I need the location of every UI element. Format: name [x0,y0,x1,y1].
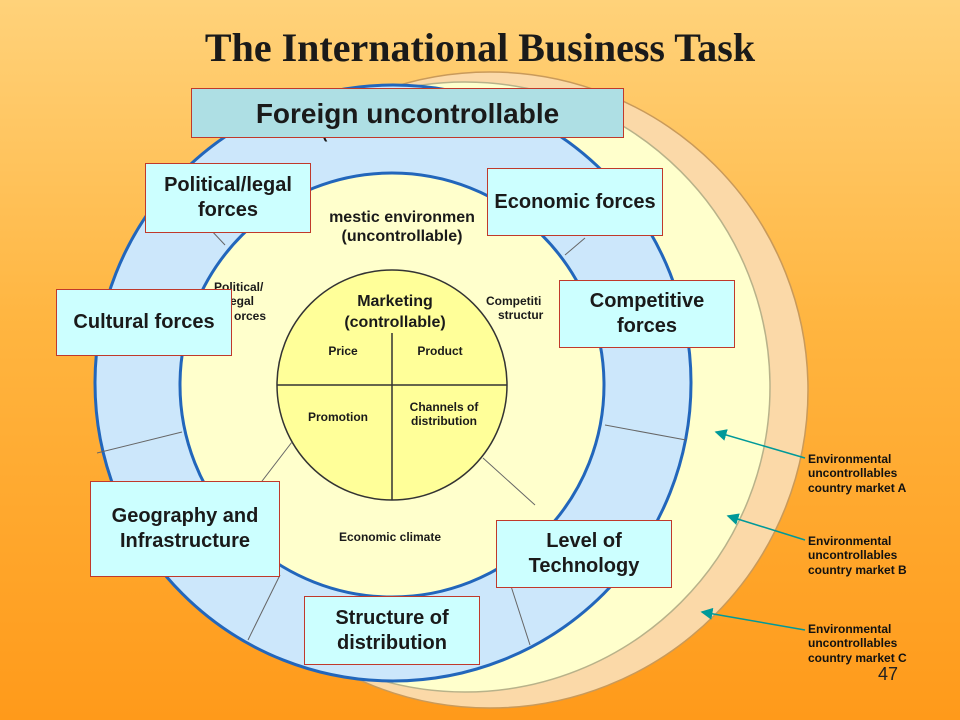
marketing-channels-line2: distribution [411,414,477,429]
page-number: 47 [878,664,899,684]
technology-box: Level of Technology [496,520,672,588]
marketing-channels-line1: Channels of [409,400,479,414]
marketing-title-line2: (controllable) [344,313,446,331]
side-label-country-market-a: Environmental uncontrollables country ma… [808,452,906,495]
domestic-competitive-line2: structur [498,308,544,323]
domestic-title-line1: mestic environmen [329,209,475,226]
domestic-political-line3: orces [234,308,267,323]
arrow-country-market-c [700,607,806,631]
marketing-channels-label: Channels of distribution [396,400,492,429]
arrow-country-market-a [714,429,806,459]
domestic-divider [482,457,536,506]
side-b-line1: Environmental [808,534,892,548]
domestic-competitive-line1: Competiti [486,294,542,308]
economic-forces-box: Economic forces [487,168,663,236]
side-a-line3: country market A [808,480,907,495]
side-a-line1: Environmental [808,452,892,466]
marketing-promotion-label: Promotion [308,410,368,424]
marketing-title: Marketing (controllable) [320,292,470,334]
distribution-structure-box: Structure of distribution [304,596,480,665]
side-c-line1: Environmental [808,622,892,636]
side-b-line3: country market B [808,562,907,577]
side-c-line2: uncontrollables [808,636,898,651]
divider-line [509,582,531,646]
foreign-ring-dividers [96,228,687,646]
divider-line [604,424,687,441]
domestic-political-line2: egal [230,294,255,309]
side-a-line2: uncontrollables [808,466,898,481]
divider-line [96,431,183,454]
economic-climate-label: Economic climate [338,530,442,544]
marketing-product-label: Product [417,344,463,358]
divider-line [564,237,586,256]
side-label-country-market-c: Environmental uncontrollables country ma… [808,622,907,665]
competitive-forces-box: Competitive forces [559,280,735,348]
cultural-forces-box: Cultural forces [56,289,232,356]
diagram-title: The International Business Task [204,25,756,70]
arrow-country-market-b [726,513,806,541]
side-label-country-market-b: Environmental uncontrollables country ma… [808,534,907,577]
divider-line [247,574,281,641]
domestic-competitive-label: Competiti structur [486,294,562,323]
domestic-title-line2: (uncontrollable) [341,228,463,246]
domestic-environment-title: mestic environmen (uncontrollable) [302,208,502,246]
marketing-title-line1: Marketing [357,293,433,310]
marketing-price-label: Price [328,344,358,358]
side-c-line3: country market C [808,650,907,665]
political-legal-forces-box: Political/legal forces [145,163,311,233]
side-b-line2: uncontrollables [808,548,898,563]
foreign-uncontrollable-header: Foreign uncontrollable [191,88,624,138]
geography-infrastructure-box: Geography and Infrastructure [90,481,280,577]
